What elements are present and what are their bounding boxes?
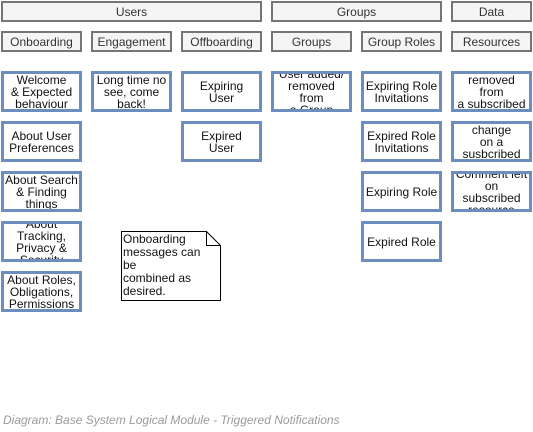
onboarding-item-tracking: About Tracking, Privacy & Security [1, 221, 82, 262]
header-data: Data [451, 1, 532, 22]
resources-item-user-added-removed: User added/ removed from a subscribed Re… [451, 71, 532, 112]
onboarding-note: Onboarding messages can be combined as d… [121, 231, 221, 301]
offboarding-item-expiring-user: Expiring User [181, 71, 262, 112]
onboarding-item-roles: About Roles, Obligations, Permissions [1, 271, 82, 312]
offboarding-item-expired-user: Expired User [181, 121, 262, 162]
onboarding-item-user-preferences: About User Preferences [1, 121, 82, 162]
onboarding-item-welcome: Welcome & Expected behaviour [1, 71, 82, 112]
group-roles-item-expired-invitations: Expired Role Invitations [361, 121, 442, 162]
group-roles-item-expiring-role: Expiring Role [361, 171, 442, 212]
header-users: Users [1, 1, 262, 22]
note-text: Onboarding messages can be combined as d… [123, 232, 201, 298]
category-groups: Groups [271, 31, 352, 52]
diagram-caption: Diagram: Base System Logical Module - Tr… [3, 413, 340, 427]
category-resources: Resources [451, 31, 532, 52]
category-group-roles: Group Roles [361, 31, 442, 52]
group-roles-item-expired-role: Expired Role [361, 221, 442, 262]
category-onboarding: Onboarding [1, 31, 82, 52]
engagement-item-come-back: Long time no see, come back! [91, 71, 172, 112]
onboarding-item-search: About Search & Finding things [1, 171, 82, 212]
header-groups: Groups [271, 1, 442, 22]
resources-item-status-change: Status change on a susbcribed Resource [451, 121, 532, 162]
category-engagement: Engagement [91, 31, 172, 52]
groups-item-user-added-removed: User added/ removed from a Group [271, 71, 352, 112]
category-offboarding: Offboarding [181, 31, 262, 52]
note-shape [121, 231, 221, 301]
resources-item-comment-left: Comment left on subscribed resource [451, 171, 532, 212]
group-roles-item-expiring-invitations: Expiring Role Invitations [361, 71, 442, 112]
